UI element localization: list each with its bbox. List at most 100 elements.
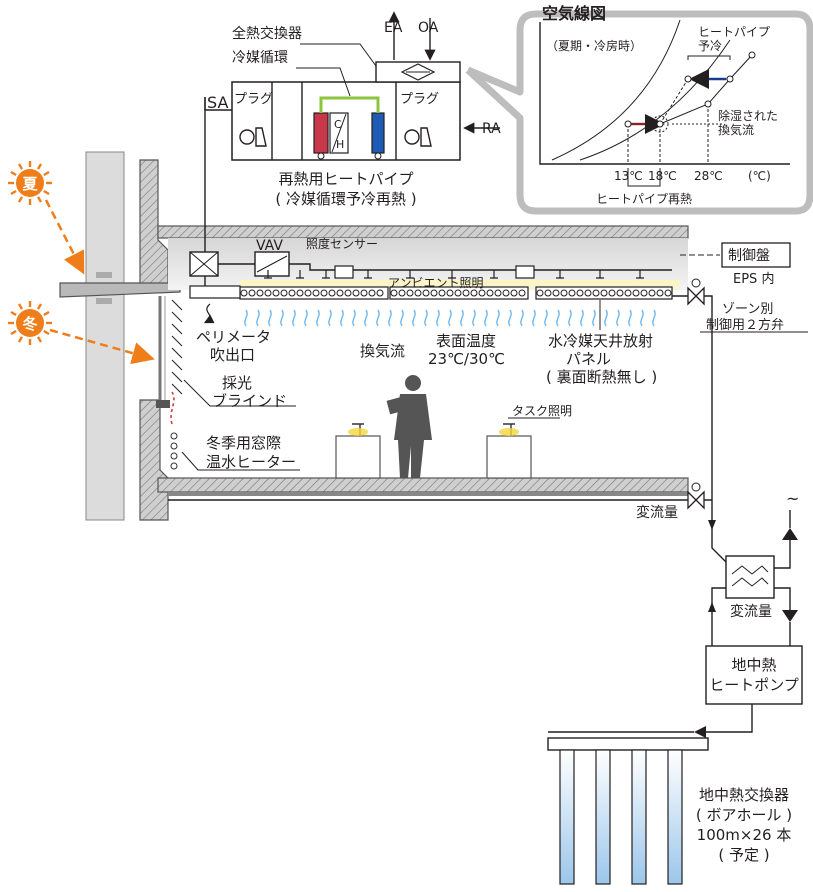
label-ventilation-flow: 換気流	[360, 342, 405, 360]
panel-tube	[328, 289, 336, 297]
illuminance-sensor	[515, 265, 535, 279]
label-variable-flow-plant: 変流量	[730, 603, 772, 620]
cool-airflow-line	[508, 309, 512, 327]
label-total-heat-exchanger: 全熱交換器	[232, 25, 302, 42]
cool-airflow-line	[580, 309, 584, 327]
panel-tube	[390, 289, 398, 297]
label-reheat-heatpipe: 再熱用ヒートパイプ	[278, 170, 413, 188]
panel-tube	[478, 289, 486, 297]
sun-ray	[36, 163, 43, 170]
borehole	[559, 749, 575, 885]
cool-airflow-line	[316, 309, 320, 327]
panel-tube	[240, 289, 248, 297]
label-variable-flow-room: 変流量	[636, 504, 678, 521]
panel-tube	[576, 289, 584, 297]
label-ground-hx-1: 地中熱交換器	[699, 786, 789, 804]
task-light-glow	[348, 428, 368, 436]
label-ra: RA	[482, 121, 501, 137]
sun-ray	[43, 189, 50, 196]
ceiling-hanger	[264, 270, 272, 279]
sun-ray	[36, 196, 43, 203]
pipe-to-hx	[711, 540, 727, 563]
panel-tube	[368, 289, 376, 297]
psychro-precool-2: 予冷	[698, 39, 722, 53]
panel-tube	[624, 289, 632, 297]
occupant-silhouette	[386, 375, 432, 478]
panel-tube	[344, 289, 352, 297]
sa-connector	[204, 97, 232, 111]
label-oa: OA	[418, 20, 439, 36]
coil-connector	[374, 152, 382, 160]
cool-airflow-line	[352, 309, 356, 327]
label-ambient-lighting: アンビエント照明	[388, 276, 484, 290]
cool-airflow-line	[280, 309, 284, 327]
panel-tube	[664, 289, 672, 297]
label-coil-h: H	[336, 138, 344, 151]
cool-airflow-line	[292, 309, 296, 327]
illuminance-sensor	[334, 265, 354, 279]
louver-bracket	[96, 298, 112, 304]
psychro-title: 空気線図	[542, 4, 606, 23]
panel-tube	[608, 289, 616, 297]
louver-bracket	[96, 272, 112, 278]
panel-tube	[422, 289, 430, 297]
winter-sun-label: 冬	[22, 315, 37, 333]
hx-return	[711, 587, 726, 620]
panel-tube	[256, 289, 264, 297]
hx-zigzag	[731, 577, 769, 587]
heat-pipe-loop	[319, 96, 380, 113]
cool-airflow-line	[532, 309, 536, 327]
cool-airflow-line	[328, 309, 332, 327]
panel-tube	[544, 289, 552, 297]
psychro-temp-28: 28℃	[694, 169, 723, 183]
floor-slab-bottom	[168, 492, 688, 496]
sun-ray	[10, 170, 17, 177]
facade-wall-lower	[139, 399, 169, 521]
panel-tube	[536, 289, 544, 297]
cooling-coil-diagonal	[331, 113, 347, 153]
psychro-reheat: ヒートパイプ再熱	[596, 192, 692, 206]
label-sa: SA	[207, 93, 228, 112]
cool-airflow-line	[520, 309, 524, 327]
cool-airflow-line	[592, 309, 596, 327]
label-control-panel: 制御盤	[728, 248, 770, 264]
zone-valve-actuator	[691, 278, 701, 288]
flow-arrow-up	[782, 528, 798, 540]
panel-tube	[584, 289, 592, 297]
window-sill	[156, 400, 170, 408]
cool-airflow-line	[556, 309, 560, 327]
flow-valve-actuator	[691, 482, 701, 492]
plate-heat-exchanger	[725, 555, 775, 599]
cool-airflow-line	[640, 309, 644, 327]
borehole	[631, 749, 647, 885]
cool-airflow-line	[460, 309, 464, 327]
cool-airflow-line	[304, 309, 308, 327]
panel-tube	[406, 289, 414, 297]
ceiling-hanger	[490, 270, 498, 279]
hx-zigzag	[731, 565, 769, 575]
perimeter-outlet-flow	[203, 303, 215, 324]
label-panel-1: 水冷媒天井放射	[548, 332, 653, 350]
ceiling-hanger	[448, 270, 456, 279]
hx-to-upper	[774, 538, 791, 569]
psychrometric-chart	[539, 19, 790, 187]
ceiling-hanger	[322, 270, 330, 279]
panel-tube	[320, 289, 328, 297]
label-heater-2: 温水ヒーター	[206, 453, 296, 471]
summer-sun-ray	[44, 199, 85, 275]
borehole-header	[547, 737, 709, 751]
cool-airflow-line	[268, 309, 272, 327]
cool-airflow-line	[436, 309, 440, 327]
cool-airflow-line	[496, 309, 500, 327]
panel-tube	[336, 289, 344, 297]
sun-ray	[43, 310, 50, 317]
panel-tube	[398, 289, 406, 297]
ceiling-hanger	[556, 270, 564, 279]
label-coil-c: C	[334, 118, 342, 131]
return-fan-icon	[404, 127, 432, 147]
cool-airflow-line	[484, 309, 488, 327]
panel-tube	[552, 289, 560, 297]
label-daylight-2: ブラインド	[212, 392, 287, 410]
sun-ray	[10, 329, 17, 336]
